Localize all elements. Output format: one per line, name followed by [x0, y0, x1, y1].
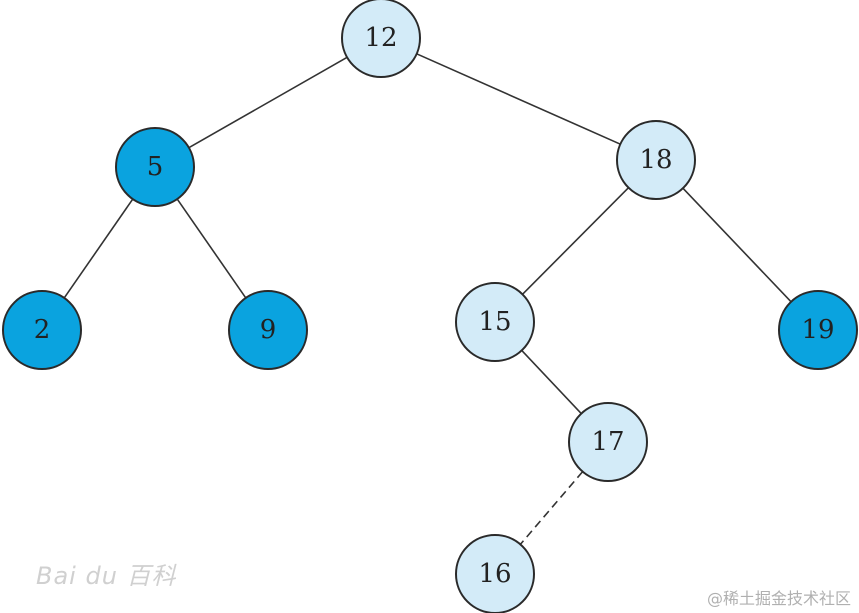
- tree-node-9: 9: [228, 290, 308, 370]
- node-circle: [341, 0, 421, 78]
- tree-node-15: 15: [455, 282, 535, 362]
- edge-17-16: [519, 471, 584, 545]
- tree-node-5: 5: [115, 127, 195, 207]
- edge-18-19: [682, 187, 792, 303]
- juejin-watermark: @稀土掘金技术社区: [706, 589, 851, 608]
- tree-node-19: 19: [778, 290, 858, 370]
- tree-node-17: 17: [568, 402, 648, 482]
- node-label: 16: [478, 559, 511, 589]
- node-label: 17: [591, 427, 624, 457]
- node-circle: [228, 290, 308, 370]
- tree-node-12: 12: [341, 0, 421, 78]
- node-circle: [568, 402, 648, 482]
- edges-layer: [63, 53, 792, 545]
- node-label: 12: [364, 23, 397, 53]
- tree-node-18: 18: [616, 120, 696, 200]
- node-label: 15: [478, 307, 511, 337]
- baidu-watermark: Bai du 百科: [36, 562, 177, 590]
- tree-node-16: 16: [455, 534, 535, 613]
- edge-5-2: [63, 198, 134, 299]
- node-circle: [455, 282, 535, 362]
- node-label: 5: [147, 152, 164, 182]
- node-circle: [115, 127, 195, 207]
- edge-12-18: [416, 53, 621, 145]
- node-circle: [455, 534, 535, 613]
- node-circle: [616, 120, 696, 200]
- edge-5-9: [176, 198, 247, 299]
- node-label: 2: [34, 315, 51, 345]
- node-label: 19: [801, 315, 834, 345]
- node-label: 18: [639, 145, 672, 175]
- edge-15-17: [521, 349, 582, 415]
- node-circle: [2, 290, 82, 370]
- edge-12-5: [188, 56, 348, 149]
- node-label: 9: [260, 315, 277, 345]
- node-circle: [778, 290, 858, 370]
- tree-node-2: 2: [2, 290, 82, 370]
- edge-18-15: [521, 187, 630, 295]
